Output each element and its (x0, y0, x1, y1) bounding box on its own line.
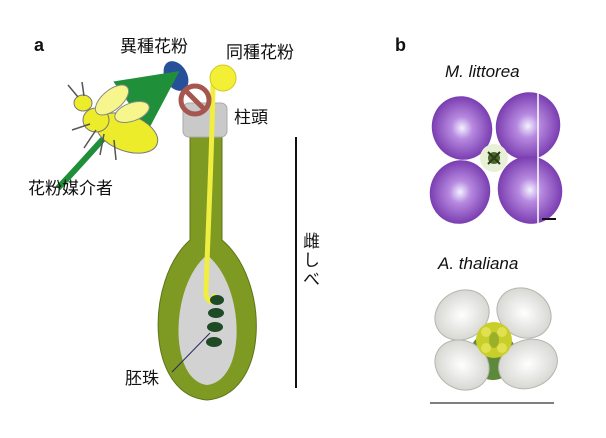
pistil-label: 雌しべ (299, 232, 319, 289)
conspecific-pollen (209, 64, 237, 92)
thaliana-flower (430, 287, 558, 404)
panel-b-letter: b (395, 35, 406, 55)
ovule (206, 337, 222, 347)
species-thaliana-label: A. thaliana (438, 254, 519, 273)
ovule (207, 322, 223, 332)
pollinator-icon (67, 81, 159, 161)
pollinator-label: 花粉媒介者 (28, 179, 113, 199)
ovule-label: 胚珠 (125, 369, 159, 389)
pollen-tube (203, 82, 217, 304)
ovule (210, 295, 224, 305)
ovary-cavity (178, 255, 237, 385)
ovule (208, 308, 224, 318)
heterospecific-pollen-label: 異種花粉 (120, 37, 188, 57)
ovule-pointer (171, 332, 211, 373)
panel-a-letter: a (34, 35, 45, 55)
species-littorea-label: M. littorea (445, 62, 520, 81)
prohibited-ring (178, 83, 212, 117)
stigma-label: 柱頭 (234, 108, 268, 128)
prohibited-slash (183, 88, 207, 112)
conspecific-pollen-label: 同種花粉 (226, 43, 294, 63)
pistil-diagram (157, 82, 257, 401)
littorea-flower (428, 84, 568, 232)
